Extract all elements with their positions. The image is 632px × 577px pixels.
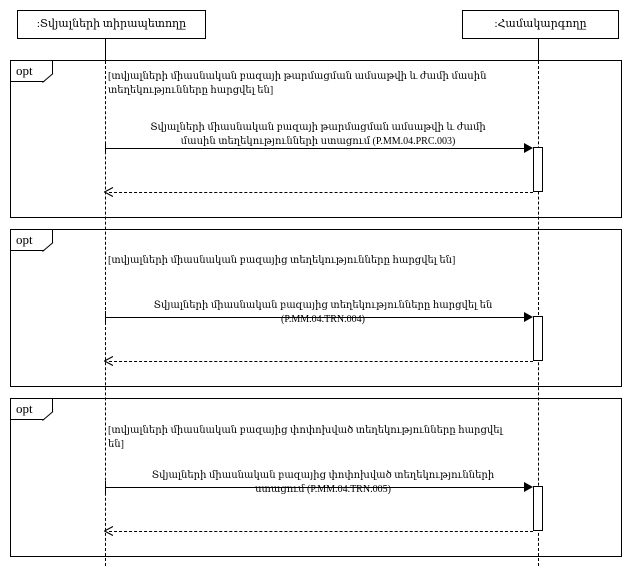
opt-fragment-1-return-line[interactable] — [109, 192, 533, 193]
lifeline-stem-coordinator — [538, 61, 539, 566]
lifeline-label-data-owner: :Տվյալների տիրապետողը — [36, 18, 187, 31]
opt-fragment-3-guard: [տվյալների միասնական բազայից փոփոխված տե… — [108, 425, 503, 450]
lifeline-stem-data-owner-connector — [105, 39, 106, 61]
opt-fragment-3-operator-label: opt — [16, 401, 33, 416]
opt-fragment-2-tab-corner-icon — [42, 242, 54, 252]
lifeline-label-coordinator: :Համակարգողը — [494, 18, 587, 31]
opt-fragment-2[interactable]: opt — [10, 229, 622, 387]
opt-fragment-1-guard: [տվյալների միասնական բազայի թարմացման ամ… — [108, 71, 487, 96]
opt-fragment-2-message-label: Տվյալների միասնական բազայից տեղեկություն… — [153, 300, 493, 325]
opt-fragment-3-call-line[interactable] — [105, 487, 525, 488]
opt-fragment-2-return-line[interactable] — [109, 361, 533, 362]
opt-fragment-2-operator-label: opt — [16, 232, 33, 247]
opt-fragment-2-call-line[interactable] — [105, 317, 525, 318]
opt-fragment-1-message-label: Տվյալների միասնական բազայի թարմացման ամս… — [150, 122, 486, 147]
opt-fragment-1-activation-bar[interactable] — [533, 147, 543, 192]
opt-fragment-2-activation-bar[interactable] — [533, 316, 543, 361]
opt-fragment-3[interactable]: opt — [10, 398, 622, 557]
opt-fragment-1-call-arrowhead-icon — [524, 143, 533, 153]
opt-fragment-2-call-arrowhead-icon — [524, 312, 533, 322]
lifeline-head-coordinator[interactable]: :Համակարգողը — [462, 10, 619, 39]
opt-fragment-3-activation-bar[interactable] — [533, 486, 543, 531]
opt-fragment-3-call-arrowhead-icon — [524, 482, 533, 492]
opt-fragment-3-return-line[interactable] — [109, 531, 533, 532]
opt-fragment-1-return-arrowhead-icon — [104, 187, 113, 197]
opt-fragment-2-operator-tab: opt — [11, 230, 53, 251]
opt-fragment-3-return-arrowhead-icon — [104, 526, 113, 536]
opt-fragment-3-message-label: Տվյալների միասնական բազայից փոփոխված տեղ… — [151, 470, 495, 495]
opt-fragment-2-return-arrowhead-icon — [104, 356, 113, 366]
opt-fragment-1-operator-label: opt — [16, 63, 33, 78]
opt-fragment-1[interactable]: opt — [10, 60, 622, 218]
opt-fragment-3-tab-corner-icon — [42, 411, 54, 421]
opt-fragment-2-guard: [տվյալների միասնական բազայից տեղեկությու… — [108, 255, 456, 266]
opt-fragment-3-operator-tab: opt — [11, 399, 53, 420]
opt-fragment-1-tab-corner-icon — [42, 73, 54, 83]
opt-fragment-1-operator-tab: opt — [11, 61, 53, 82]
opt-fragment-1-call-line[interactable] — [105, 148, 525, 149]
lifeline-head-data-owner[interactable]: :Տվյալների տիրապետողը — [17, 10, 206, 39]
lifeline-stem-coordinator-connector — [538, 39, 539, 61]
